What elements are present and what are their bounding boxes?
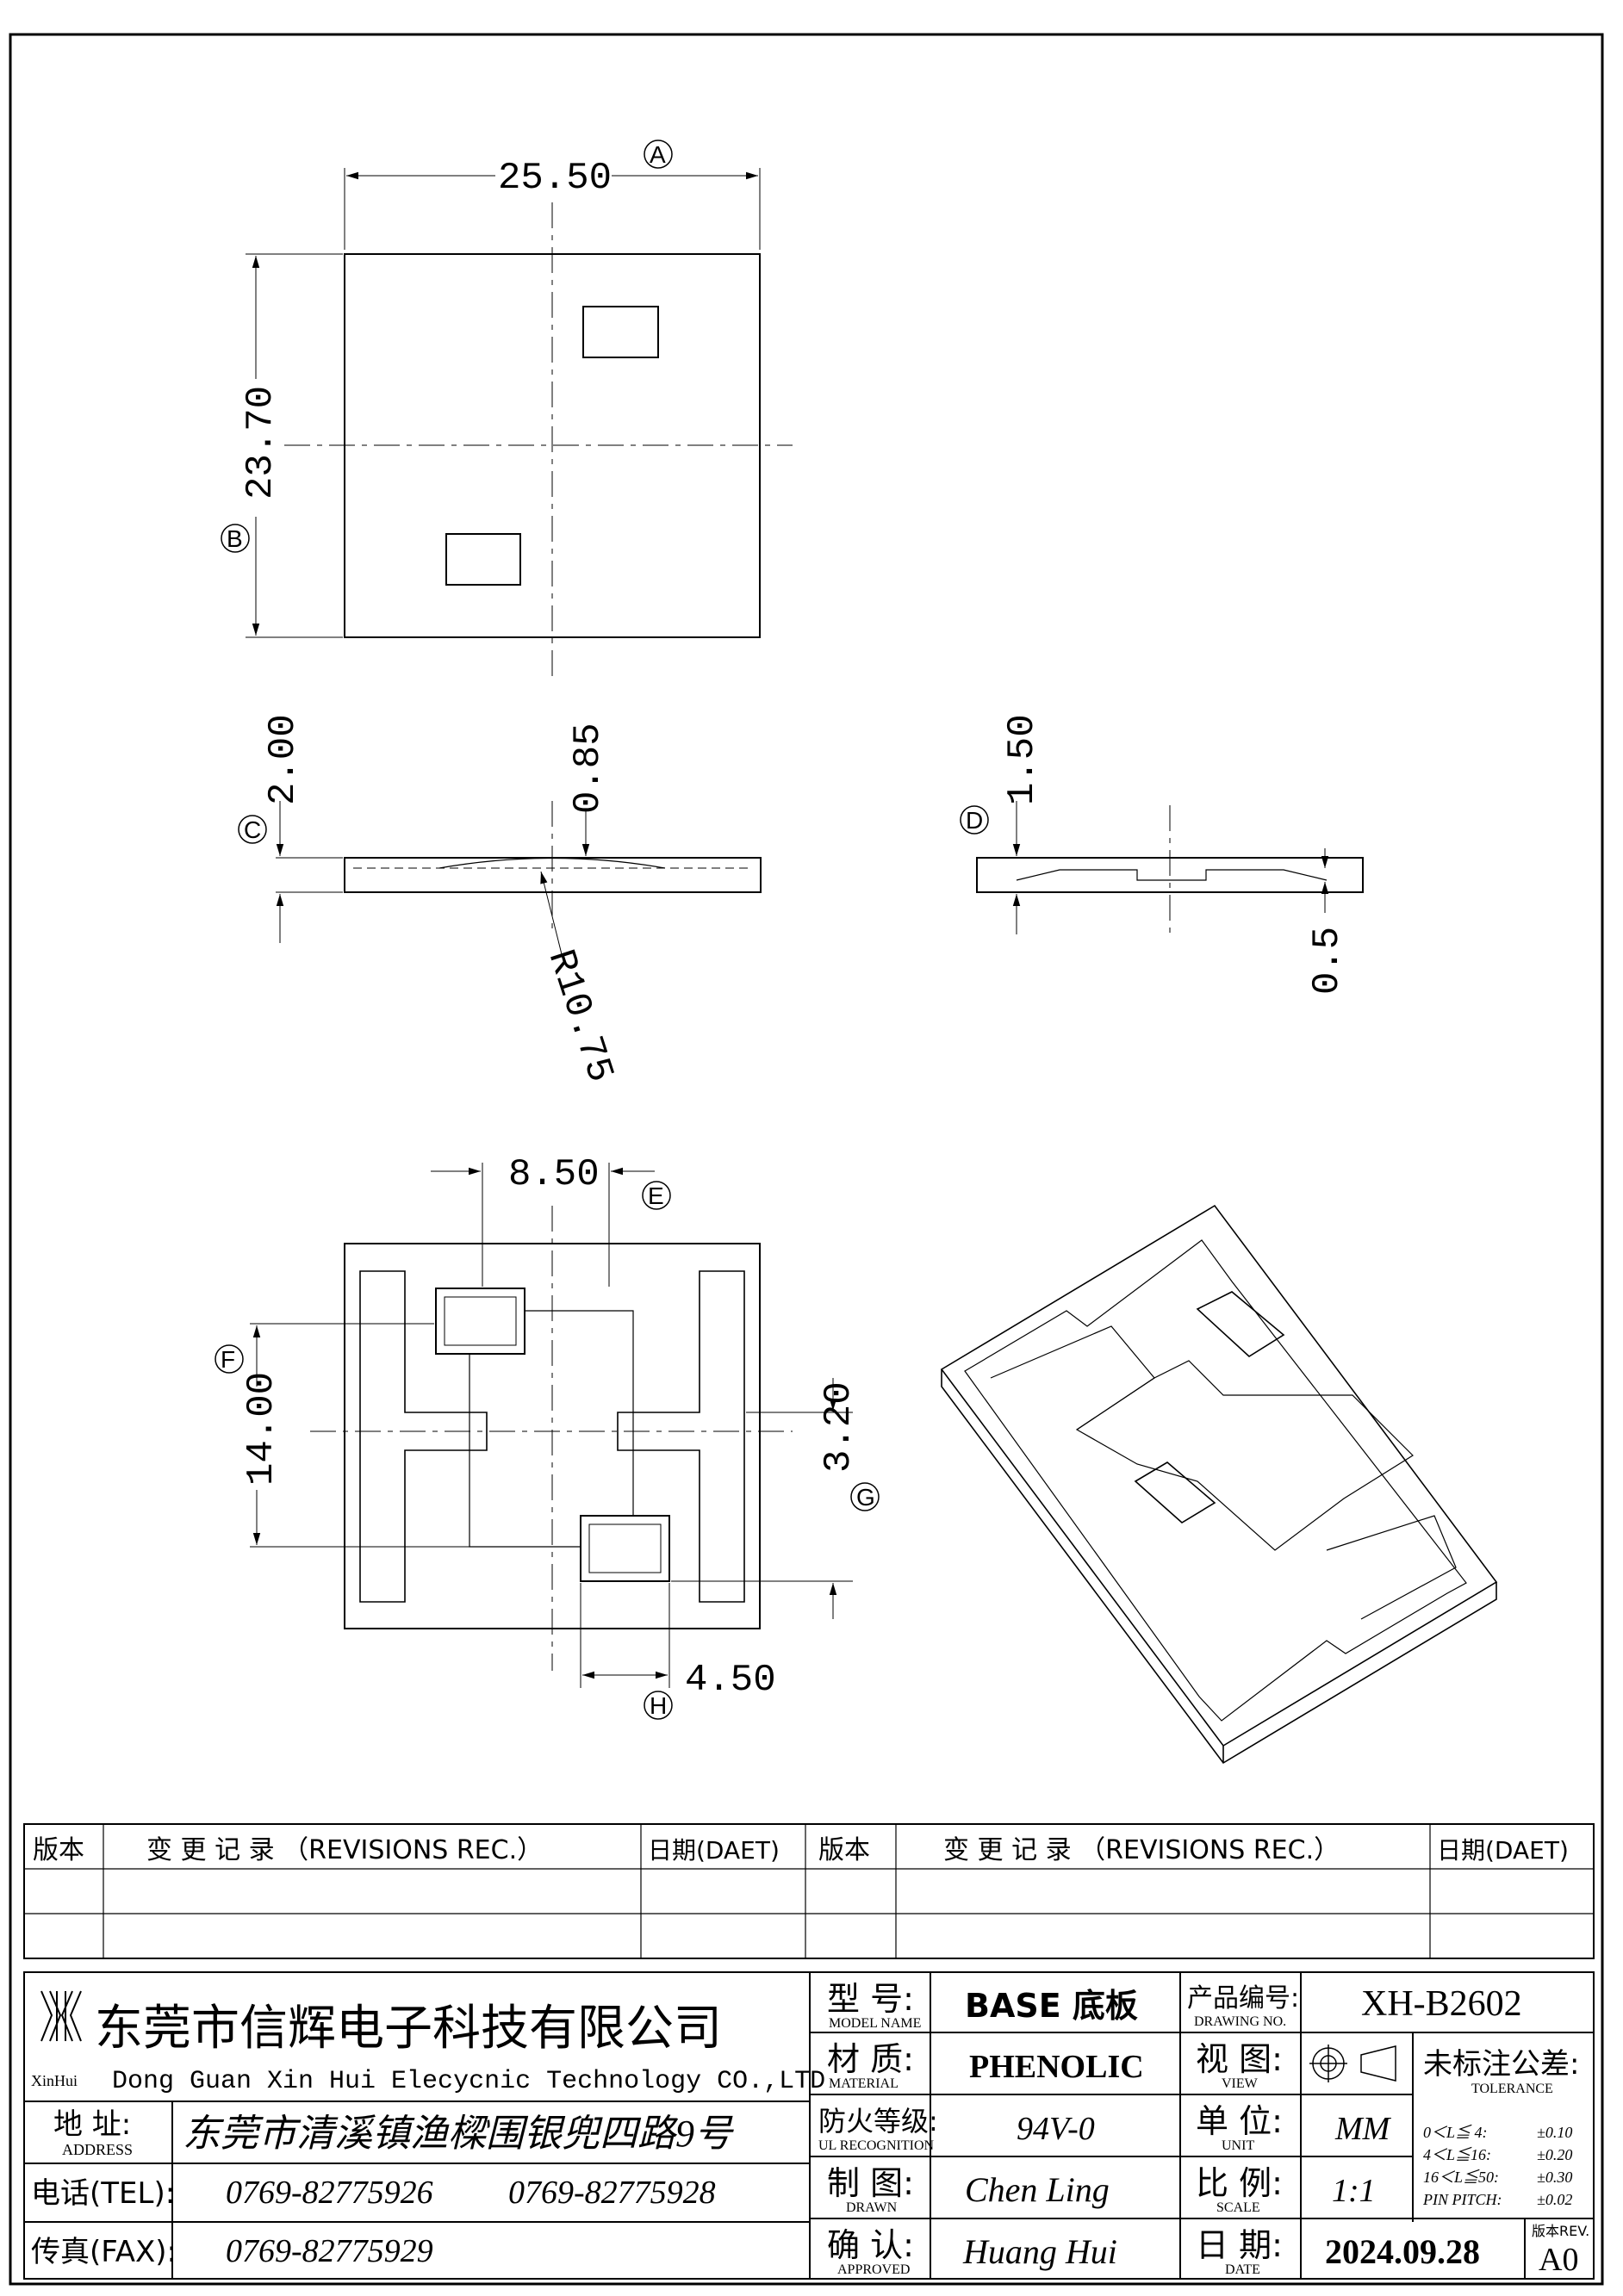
top-view-slot-lower — [445, 533, 521, 586]
top-view-slot-upper — [582, 306, 659, 358]
front-section-view — [276, 801, 762, 965]
bottom-view — [250, 1163, 853, 1688]
iso-top-face — [940, 1204, 1498, 1747]
rev-col-record-1: 变 更 记 录 （REVISIONS REC.） — [146, 1835, 543, 1865]
marker-c: C — [244, 816, 261, 843]
tolerance-value-2: ±0.30 — [1537, 2169, 1572, 2186]
bottom-view-rib-right — [617, 1270, 745, 1603]
rev-value: A0 — [1539, 2242, 1578, 2278]
approved-label-cn: 确 认: — [827, 2226, 914, 2264]
side-section-view — [976, 801, 1364, 939]
dim-recess-value: 0.85 — [567, 723, 610, 814]
approved-value: Huang Hui — [962, 2232, 1117, 2271]
approved-label-en: APPROVED — [837, 2262, 910, 2277]
scale-value: 1:1 — [1332, 2173, 1376, 2209]
sheet-border — [9, 33, 1604, 2286]
marker-g: G — [856, 1484, 875, 1511]
marker-a: A — [650, 141, 666, 168]
marker-b: B — [227, 525, 243, 552]
unit-value: MM — [1334, 2111, 1392, 2147]
top-view — [246, 168, 793, 680]
dim-e-value: 8.50 — [508, 1153, 600, 1196]
model-value: BASE 底板 — [965, 1987, 1138, 2025]
marker-d: D — [966, 807, 983, 834]
date-value: 2024.09.28 — [1325, 2232, 1480, 2271]
drawn-label-cn: 制 图: — [827, 2164, 914, 2202]
rev-col-date-1: 日期(DAET) — [648, 1836, 780, 1865]
tolerance-title-en: TOLERANCE — [1471, 2082, 1553, 2096]
model-label-cn: 型 号: — [827, 1980, 914, 2018]
address-label-en: ADDRESS — [62, 2141, 133, 2158]
drawing-no-label-cn: 产品编号: — [1187, 1983, 1299, 2014]
fax-value: 0769-82775929 — [226, 2233, 433, 2269]
drawn-label-en: DRAWN — [846, 2200, 898, 2215]
dim-radius-value: R10.75 — [538, 945, 622, 1088]
revisions-table — [23, 1823, 1595, 1959]
tel-label: 电话(TEL): — [31, 2176, 175, 2211]
tolerance-value-0: ±0.10 — [1537, 2124, 1572, 2141]
tolerance-range-2: 16＜L≦50: — [1423, 2169, 1499, 2186]
projection-symbol-icon — [1309, 2045, 1396, 2082]
rev-label: 版本REV. — [1532, 2223, 1589, 2239]
drawn-value: Chen Ling — [965, 2170, 1110, 2209]
dim-step-value: 0.5 — [1306, 927, 1349, 995]
dim-b-value: 23.70 — [239, 386, 283, 500]
view-label-cn: 视 图: — [1196, 2040, 1283, 2078]
tolerance-range-3: PIN PITCH: — [1422, 2191, 1502, 2208]
tolerance-range-1: 4＜L≦16: — [1423, 2146, 1491, 2163]
logo-caption: XinHui — [31, 2072, 78, 2089]
marker-e: E — [648, 1182, 664, 1209]
bottom-view-pocket-lower — [580, 1515, 670, 1582]
view-label-en: VIEW — [1222, 2076, 1259, 2091]
dim-h-value: 4.50 — [685, 1659, 776, 1702]
ul-label-en: UL RECOGNITION — [818, 2138, 935, 2153]
dim-d-value: 1.50 — [1001, 714, 1044, 805]
rev-col-date-2: 日期(DAET) — [1437, 1836, 1569, 1865]
scale-label-en: SCALE — [1216, 2200, 1260, 2215]
date-label-cn: 日 期: — [1196, 2226, 1283, 2264]
dim-a-value: 25.50 — [498, 157, 612, 200]
address-label-cn: 地 址: — [53, 2107, 131, 2142]
material-value: PHENOLIC — [969, 2049, 1144, 2085]
dim-f-value: 14.00 — [240, 1372, 283, 1486]
dim-g-value: 3.20 — [818, 1381, 861, 1473]
rev-col-version-2: 版本 — [818, 1835, 870, 1865]
scale-label-cn: 比 例: — [1196, 2164, 1283, 2202]
bottom-view-pocket-upper — [435, 1288, 525, 1355]
unit-label-en: UNIT — [1222, 2138, 1254, 2153]
company-name-en: Dong Guan Xin Hui Elecycnic Technology C… — [112, 2067, 825, 2096]
dim-c-value: 2.00 — [262, 714, 305, 805]
ul-value: 94V-0 — [1017, 2111, 1095, 2147]
tolerance-title-cn: 未标注公差: — [1423, 2047, 1579, 2082]
fax-label: 传真(FAX): — [31, 2235, 177, 2269]
marker-f: F — [221, 1346, 235, 1373]
tel-1-value: 0769-82775926 — [226, 2175, 433, 2211]
tolerance-value-3: ±0.02 — [1537, 2191, 1572, 2208]
date-label-en: DATE — [1225, 2262, 1260, 2277]
ul-label-cn: 防火等级: — [818, 2105, 938, 2138]
rev-col-version-1: 版本 — [33, 1835, 84, 1865]
isometric-view — [940, 1204, 1498, 1765]
tolerance-value-1: ±0.20 — [1537, 2146, 1572, 2163]
drawing-no-label-en: DRAWING NO. — [1194, 2014, 1286, 2029]
model-label-en: MODEL NAME — [829, 2016, 921, 2031]
title-block-grid — [23, 1971, 1595, 2280]
address-value: 东莞市清溪镇渔樑围银兜四路9号 — [183, 2113, 734, 2155]
material-label-en: MATERIAL — [829, 2076, 899, 2091]
tel-2-value: 0769-82775928 — [508, 2175, 716, 2211]
rev-col-record-2: 变 更 记 录 （REVISIONS REC.） — [943, 1835, 1340, 1865]
company-name-cn: 东莞市信辉电子科技有限公司 — [95, 2001, 722, 2057]
company-logo — [40, 1990, 82, 2042]
material-label-cn: 材 质: — [827, 2040, 914, 2078]
bottom-view-rib-left — [359, 1270, 488, 1603]
tolerance-range-0: 0＜L≦ 4: — [1423, 2124, 1488, 2141]
unit-label-cn: 单 位: — [1196, 2102, 1283, 2140]
drawing-no-value: XH-B2602 — [1361, 1984, 1522, 2024]
marker-h: H — [650, 1692, 667, 1719]
